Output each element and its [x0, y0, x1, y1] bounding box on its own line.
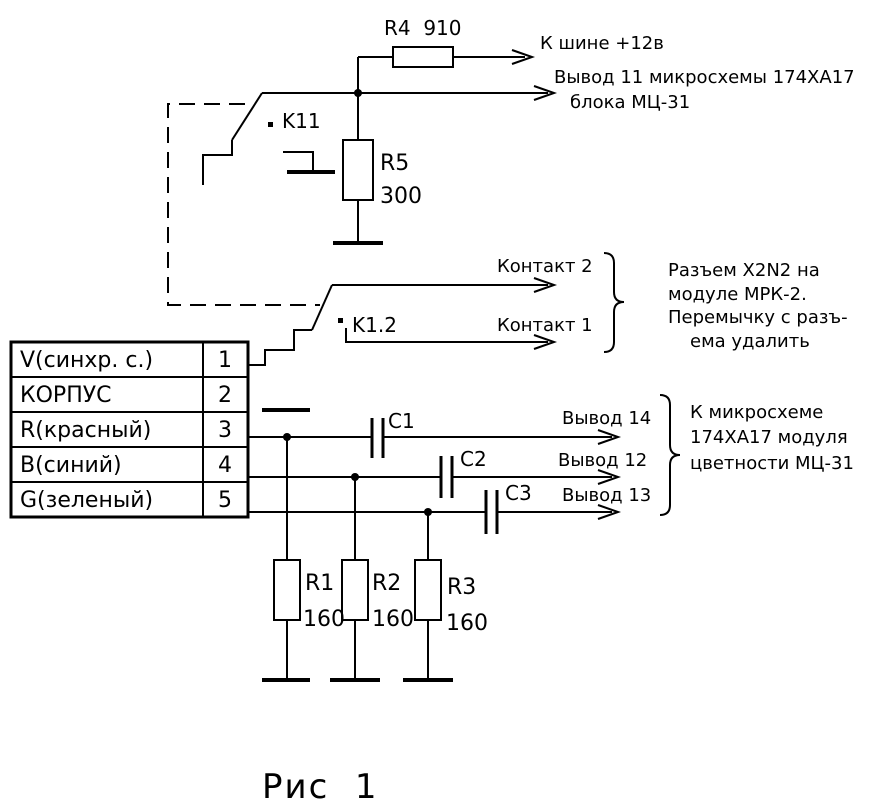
table-row-4-pin: 4 — [218, 453, 232, 478]
outputs-note-line2: 174ХА17 модуля — [690, 427, 848, 448]
rgb-circuit — [248, 394, 681, 682]
label-pin11-line2: блока МЦ-31 — [570, 92, 690, 113]
label-r3-value: 160 — [446, 611, 488, 636]
brace-contacts — [603, 252, 625, 353]
arrow-contact1 — [533, 334, 558, 350]
label-pin14: Вывод 14 — [562, 408, 651, 429]
arrow-pin11 — [533, 85, 558, 101]
label-r5-value: 300 — [380, 184, 422, 209]
table-row-2-pin: 2 — [218, 383, 232, 408]
outputs-note-line3: цветности МЦ-31 — [690, 453, 854, 474]
switch-k11-contact — [268, 122, 273, 127]
label-pin11-line1: Вывод 11 микросхемы 174ХА17 — [554, 67, 855, 88]
label-k12: K1.2 — [352, 313, 397, 337]
contacts-note-line3: Перемычку с разъ- — [668, 307, 848, 328]
table-row-1-pin: 1 — [218, 348, 232, 373]
label-pin12: Вывод 12 — [558, 450, 647, 471]
label-bus-12v: К шине +12в — [540, 33, 664, 54]
table-row-5-pin: 5 — [218, 488, 232, 513]
capacitor-c1 — [370, 418, 385, 458]
relay-linkage-dashed — [167, 103, 320, 306]
connector-table: V(синхр. с.) 1 КОРПУС 2 R(красный) 3 B(с… — [9, 340, 250, 519]
label-r1-value: 160 — [303, 607, 345, 632]
table-row-3-name: R(красный) — [20, 418, 151, 443]
contacts-note-line4: ема удалить — [690, 331, 810, 352]
top-circuit — [167, 46, 558, 306]
arrow-pin14 — [597, 429, 622, 445]
label-r3: R3 — [447, 575, 476, 600]
table-row-5-name: G(зеленый) — [20, 488, 153, 513]
labels: R4 910 К шине +12в Вывод 11 микросхемы 1… — [262, 16, 855, 807]
outputs-note-line1: К микросхеме — [690, 402, 823, 423]
resistor-r2 — [341, 559, 369, 621]
figure-caption: Рис 1 — [262, 767, 379, 807]
table-row-4-name: B(синий) — [20, 453, 122, 478]
label-r2: R2 — [372, 571, 401, 596]
switch-k12-contact — [338, 318, 343, 323]
label-contact1: Контакт 1 — [497, 315, 593, 336]
arrow-pin12 — [597, 469, 622, 485]
label-r5: R5 — [380, 151, 409, 176]
label-r1: R1 — [305, 571, 334, 596]
switch-k11-blade — [231, 92, 263, 141]
k12-circuit — [248, 252, 625, 366]
label-r2-value: 160 — [372, 607, 414, 632]
arrow-bus-12v — [511, 49, 536, 65]
label-c2: C2 — [460, 447, 487, 471]
label-k11: K11 — [282, 109, 321, 133]
table-row-3-pin: 3 — [218, 418, 232, 443]
label-c3: C3 — [505, 481, 532, 505]
resistor-r5 — [342, 139, 374, 201]
arrow-pin13 — [597, 504, 622, 520]
label-pin13: Вывод 13 — [562, 485, 651, 506]
capacitor-c3 — [484, 490, 499, 534]
contacts-note-line2: модуле МРК-2. — [668, 284, 807, 305]
switch-k12-blade — [311, 284, 333, 331]
resistor-r1 — [273, 559, 301, 621]
brace-outputs — [659, 394, 681, 516]
arrow-contact2 — [533, 277, 558, 293]
table-row-1-name: V(синхр. с.) — [20, 348, 153, 373]
label-r4: R4 910 — [384, 16, 462, 40]
label-contact2: Контакт 2 — [497, 256, 593, 277]
capacitor-c2 — [439, 456, 454, 498]
contacts-note-line1: Разъем X2N2 на — [668, 260, 820, 281]
label-c1: C1 — [388, 409, 415, 433]
resistor-r3 — [414, 559, 442, 621]
resistor-r4 — [392, 46, 454, 68]
table-row-2-name: КОРПУС — [20, 383, 112, 408]
